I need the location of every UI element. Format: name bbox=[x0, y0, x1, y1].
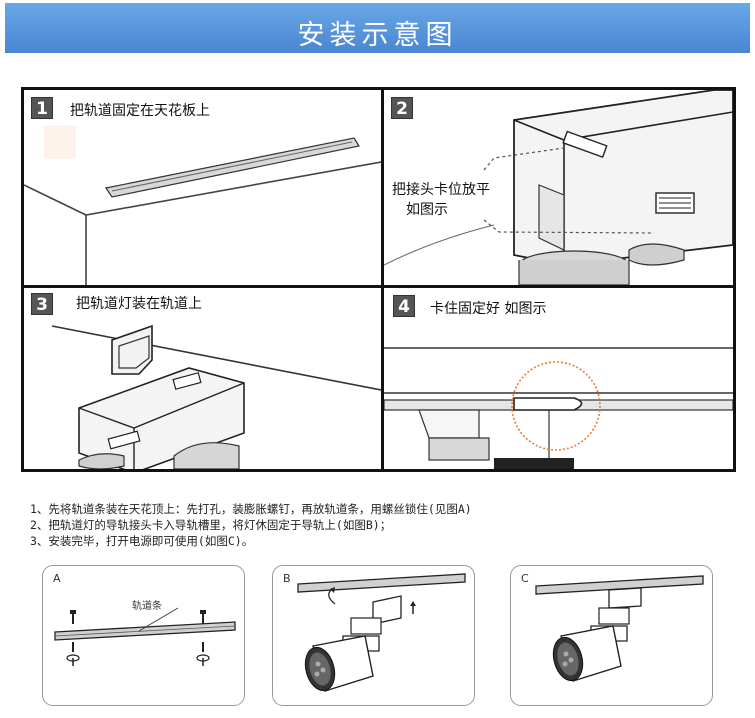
note-1: 1、先将轨道条装在天花顶上：先打孔，装膨胀螺钉，再放轨道条，用螺丝锁住(见图A) bbox=[30, 502, 472, 516]
screw-icon-left bbox=[66, 610, 80, 666]
step-2-panel: 2 把接头卡位放平 如图示 bbox=[384, 90, 733, 285]
figure-a-rail-label: 轨道条 bbox=[132, 601, 162, 612]
note-2: 2、把轨道灯的导轨接头卡入导轨槽里，将灯休固定于导轨上(如图B)； bbox=[30, 518, 392, 532]
step-1-label: 把轨道固定在天花板上 bbox=[70, 103, 210, 119]
figure-a-letter: A bbox=[53, 572, 61, 585]
step-3-panel: 3 把轨道灯装在轨道上 bbox=[24, 288, 381, 469]
step-2-illustration bbox=[384, 90, 733, 285]
figure-b-illustration bbox=[297, 573, 466, 692]
figure-a-card: A 轨道条 bbox=[42, 565, 245, 706]
step-4-label: 卡住固定好 如图示 bbox=[430, 301, 547, 317]
figure-c-card: C bbox=[510, 565, 713, 706]
step-3-label: 把轨道灯装在轨道上 bbox=[76, 296, 202, 312]
step-1-panel: 1 把轨道固定在天花板上 bbox=[24, 90, 381, 285]
step-4-illustration bbox=[384, 347, 733, 469]
figure-b-letter: B bbox=[283, 572, 291, 585]
step-4-number: 4 bbox=[393, 295, 415, 317]
title-banner: 安装示意图 bbox=[5, 3, 750, 53]
step-3-illustration bbox=[51, 324, 381, 469]
screw-icon-right bbox=[196, 610, 210, 666]
step-1-number: 1 bbox=[31, 97, 53, 119]
figure-c-illustration bbox=[535, 575, 704, 682]
note-3: 3、安装完毕，打开电源即可使用(如图C)。 bbox=[30, 534, 254, 548]
step-2-callout-line-1: 把接头卡位放平 bbox=[392, 182, 490, 198]
step-2-number: 2 bbox=[391, 97, 413, 119]
grid-horizontal-divider bbox=[24, 285, 733, 288]
grid-vertical-divider bbox=[381, 90, 384, 469]
figure-b-card: B bbox=[272, 565, 475, 706]
step-1-illustration bbox=[24, 125, 381, 285]
steps-grid: 1 把轨道固定在天花板上 2 把接头卡位放平 如图示 bbox=[21, 87, 736, 472]
page-title: 安装示意图 bbox=[297, 20, 458, 51]
instruction-notes: 1、先将轨道条装在天花顶上：先打孔，装膨胀螺钉，再放轨道条，用螺丝锁住(见图A)… bbox=[30, 501, 472, 549]
step-2-callout-line-2: 如图示 bbox=[406, 202, 448, 218]
step-4-panel: 4 卡住固定好 如图示 bbox=[384, 288, 733, 469]
step-3-number: 3 bbox=[31, 293, 53, 315]
figure-a-illustration bbox=[54, 607, 236, 666]
figure-c-letter: C bbox=[521, 572, 529, 585]
